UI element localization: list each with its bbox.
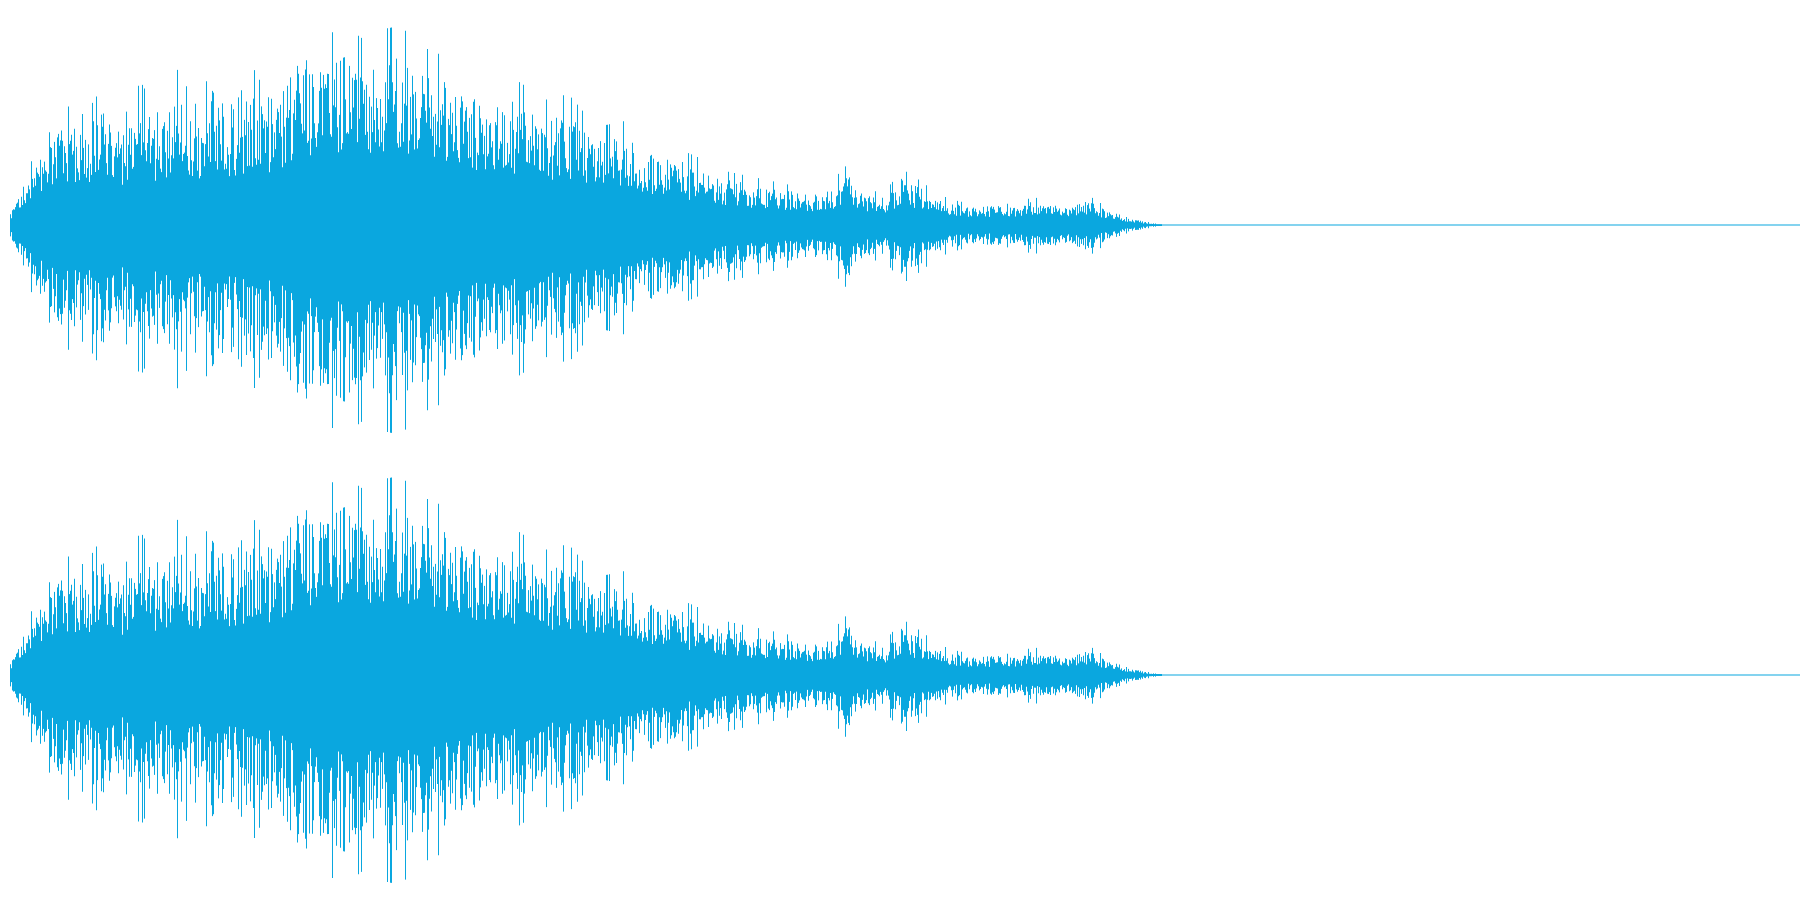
waveform-channel-1 xyxy=(10,27,1800,433)
waveform-channel-2 xyxy=(10,477,1800,883)
